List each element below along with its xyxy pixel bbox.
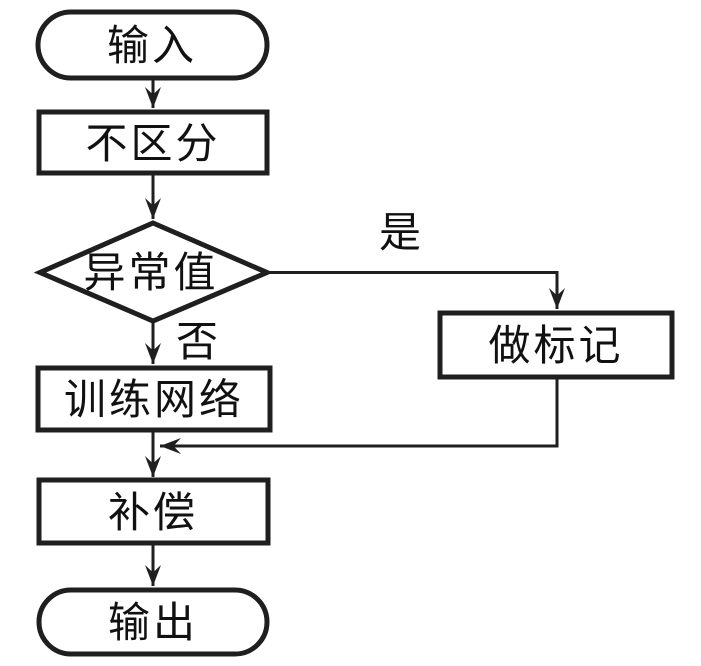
process-shape	[35, 365, 273, 433]
edge-label-no: 否	[176, 320, 218, 366]
decision-shape	[33, 220, 274, 324]
node-outlier-decision: 异常值	[33, 220, 274, 324]
node-train-network: 训练网络	[35, 365, 273, 433]
edge-label-yes: 是	[379, 211, 421, 257]
edge-mark-return-to-mainline	[160, 377, 559, 454]
node-compensate: 补偿	[36, 477, 271, 546]
process-shape	[36, 109, 270, 176]
node-end: 输出	[36, 587, 270, 657]
node-label: 不区分	[85, 122, 220, 168]
terminator-shape	[36, 587, 270, 657]
node-mark: 做标记	[437, 310, 675, 380]
node-label: 补偿	[108, 491, 198, 537]
node-label: 输入	[107, 24, 197, 70]
node-start: 输入	[35, 9, 270, 81]
node-no-distinction: 不区分	[36, 109, 270, 176]
process-shape	[36, 477, 271, 546]
node-label: 训练网络	[64, 377, 244, 424]
node-label: 异常值	[83, 251, 218, 297]
node-label: 输出	[108, 601, 198, 647]
node-label: 做标记	[488, 324, 623, 370]
terminator-shape	[35, 9, 270, 81]
edge-decision-yes-to-mark	[267, 271, 565, 309]
process-shape	[437, 310, 675, 380]
